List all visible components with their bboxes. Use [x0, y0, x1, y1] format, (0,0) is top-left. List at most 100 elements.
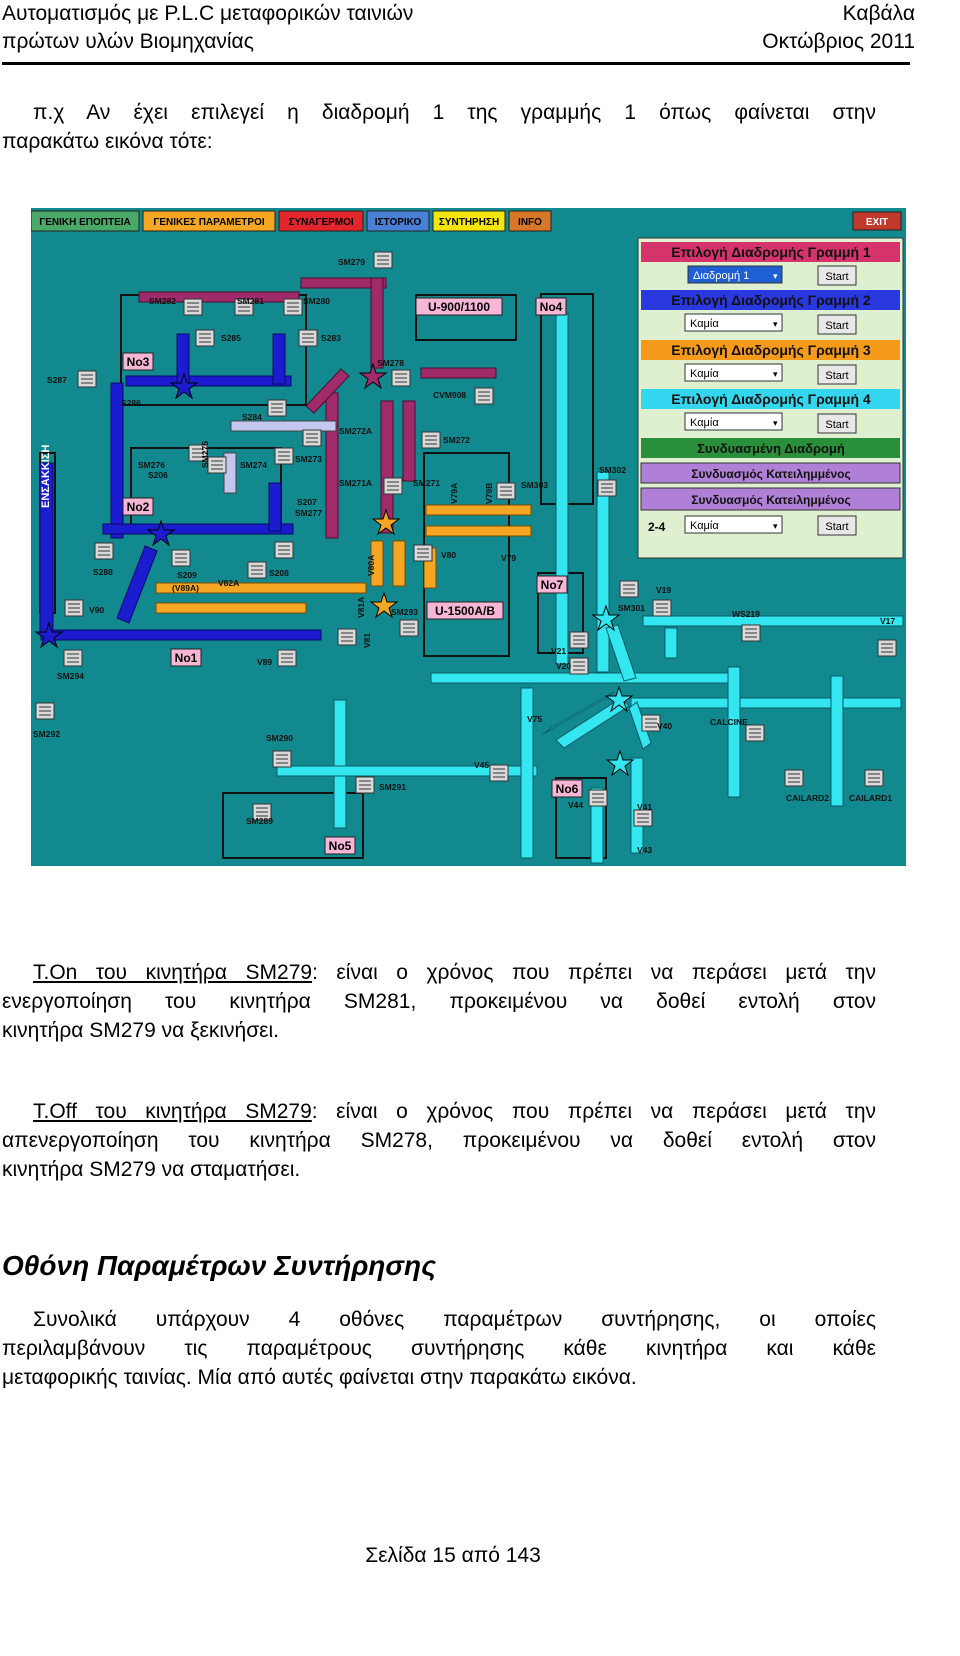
svg-text:V45: V45	[474, 760, 489, 770]
svg-text:Επιλογή Διαδρομής Γραμμή 3: Επιλογή Διαδρομής Γραμμή 3	[671, 342, 871, 358]
svg-text:V79: V79	[501, 553, 516, 563]
combo-occupied-2	[640, 487, 901, 511]
svg-text:V17: V17	[880, 616, 895, 626]
svg-text:INFO: INFO	[518, 217, 542, 228]
header-city: Καβάλα	[842, 2, 915, 25]
svg-text:ΣΥΝΑΓΕΡΜΟΙ: ΣΥΝΑΓΕΡΜΟΙ	[288, 217, 354, 228]
svg-text:EXIT: EXIT	[866, 217, 888, 228]
exit-button[interactable]	[852, 211, 902, 231]
svg-text:Επιλογή Διαδρομής Γραμμή 2: Επιλογή Διαδρομής Γραμμή 2	[671, 292, 871, 308]
route2-title	[641, 290, 900, 310]
route-stars	[34, 362, 635, 777]
route4-select[interactable]	[684, 412, 783, 431]
section-heading: Οθόνη Παραμέτρων Συντήρησης	[2, 1250, 436, 1281]
route1-select[interactable]	[687, 265, 783, 284]
star-icon	[146, 519, 176, 547]
star-icon	[34, 621, 64, 649]
svg-text:V80A: V80A	[366, 555, 376, 576]
svg-text:V43: V43	[637, 845, 652, 855]
svg-text:SM275: SM275	[200, 441, 210, 468]
svg-text:Καμία: Καμία	[690, 417, 719, 429]
equipment-labels: SM279 SM282 SM281 SM280 S285 S283 S287 S…	[33, 257, 895, 855]
svg-text:U-900/1100: U-900/1100	[428, 300, 490, 314]
chevron-down-icon: ▾	[773, 319, 778, 329]
header-title: Αυτοματισμός με P.L.C μεταφορικών ταινιώ…	[2, 2, 414, 25]
svg-text:WS219: WS219	[732, 609, 760, 619]
scada-screenshot: ΓΕΝΙΚΗ ΕΠΟΠΤΕΙΑ ΓΕΝΙΚΕΣ ΠΑΡΑΜΕΤΡΟΙ ΣΥΝΑΓ…	[31, 208, 906, 866]
ton-paragraph: T.On του κινητήρα SM279: είναι ο χρόνος …	[2, 961, 876, 1042]
svg-text:SM282: SM282	[149, 296, 176, 306]
tab-info[interactable]	[508, 210, 552, 232]
route4-start-button[interactable]	[817, 413, 857, 434]
svg-text:S206: S206	[148, 470, 168, 480]
svg-text:S207: S207	[297, 497, 317, 507]
route3-start-button[interactable]	[817, 364, 857, 385]
svg-text:SM303: SM303	[521, 480, 548, 490]
svg-text:ΣΥΝΤΗΡΗΣΗ: ΣΥΝΤΗΡΗΣΗ	[439, 217, 499, 228]
scada-tab-bar: ΓΕΝΙΚΗ ΕΠΟΠΤΕΙΑ ΓΕΝΙΚΕΣ ΠΑΡΑΜΕΤΡΟΙ ΣΥΝΑΓ…	[31, 210, 902, 232]
svg-text:Διαδρομή 1: Διαδρομή 1	[693, 270, 749, 282]
route-selection-panel: Επιλογή Διαδρομής Γραμμή 1 Διαδρομή 1 ▾ …	[637, 237, 904, 559]
svg-text:Καμία: Καμία	[690, 520, 719, 532]
svg-text:Καμία: Καμία	[690, 318, 719, 330]
orange-conveyors	[155, 504, 532, 614]
svg-text:CAILARD1: CAILARD1	[849, 793, 892, 803]
route3-select[interactable]	[684, 363, 783, 382]
route4-title	[641, 389, 900, 409]
svg-text:SM291: SM291	[379, 782, 406, 792]
tab-history[interactable]	[366, 210, 430, 232]
svg-text:V79A: V79A	[449, 483, 459, 504]
tab-alarms[interactable]	[278, 210, 364, 232]
svg-text:SM272: SM272	[443, 435, 470, 445]
svg-text:CVM908: CVM908	[433, 390, 466, 400]
route3-title	[641, 340, 900, 360]
combined-route-title	[641, 438, 900, 458]
svg-text:SM290: SM290	[266, 733, 293, 743]
combo-select[interactable]	[684, 515, 783, 534]
svg-text:SM281: SM281	[237, 296, 264, 306]
svg-text:V90: V90	[89, 605, 104, 615]
svg-text:V75: V75	[527, 714, 542, 724]
grey-conveyors	[223, 420, 337, 494]
route2-start-button[interactable]	[817, 314, 857, 335]
star-icon	[371, 508, 401, 536]
svg-text:V41: V41	[637, 802, 652, 812]
svg-text:V21: V21	[551, 646, 566, 656]
svg-text:V44: V44	[568, 800, 583, 810]
svg-text:Start: Start	[825, 419, 848, 431]
header-subtitle: πρώτων υλών Βιομηχανίας	[2, 30, 254, 53]
chevron-down-icon: ▾	[773, 418, 778, 428]
chevron-down-icon: ▾	[773, 369, 778, 379]
svg-text:Συνδυασμός Κατειλημμένος: Συνδυασμός Κατειλημμένος	[691, 493, 850, 507]
route2-select[interactable]	[684, 313, 783, 332]
route1-title	[641, 242, 900, 262]
svg-text:SM292: SM292	[33, 729, 60, 739]
svg-text:S208: S208	[269, 568, 289, 578]
svg-text:SM293: SM293	[391, 607, 418, 617]
svg-text:SM294: SM294	[57, 671, 84, 681]
star-icon	[358, 362, 388, 390]
route1-start-button[interactable]	[817, 265, 857, 286]
section-paragraph: Συνολικά υπάρχουν 4 οθόνες παραμέτρων συ…	[2, 1308, 876, 1389]
ton-term: T.On του κινητήρα SM279	[33, 961, 313, 984]
tab-maintenance[interactable]	[432, 210, 506, 232]
svg-text:No1: No1	[175, 651, 198, 665]
chevron-down-icon: ▾	[773, 271, 778, 281]
header-date: Οκτώβριος 2011	[762, 30, 915, 53]
svg-text:No2: No2	[127, 500, 150, 514]
chevron-down-icon: ▾	[773, 521, 778, 531]
svg-text:Start: Start	[825, 320, 848, 332]
tab-general[interactable]	[31, 210, 140, 232]
svg-text:SM289: SM289	[246, 816, 273, 826]
toff-term: T.Off του κινητήρα SM279	[33, 1100, 312, 1123]
svg-text:ΙΣΤΟΡΙΚΟ: ΙΣΤΟΡΙΚΟ	[375, 217, 422, 228]
tab-parameters[interactable]	[142, 210, 276, 232]
combo-start-button[interactable]	[817, 515, 857, 536]
svg-text:ΓΕΝΙΚΗ ΕΠΟΠΤΕΙΑ: ΓΕΝΙΚΗ ΕΠΟΠΤΕΙΑ	[39, 217, 131, 228]
star-icon	[605, 749, 635, 777]
svg-text:S287: S287	[47, 375, 67, 385]
svg-text:SM271A: SM271A	[339, 478, 372, 488]
svg-text:SM280: SM280	[303, 296, 330, 306]
svg-text:(V89A): (V89A)	[172, 583, 199, 593]
svg-text:Επιλογή Διαδρομής Γραμμή 1: Επιλογή Διαδρομής Γραμμή 1	[671, 244, 871, 260]
